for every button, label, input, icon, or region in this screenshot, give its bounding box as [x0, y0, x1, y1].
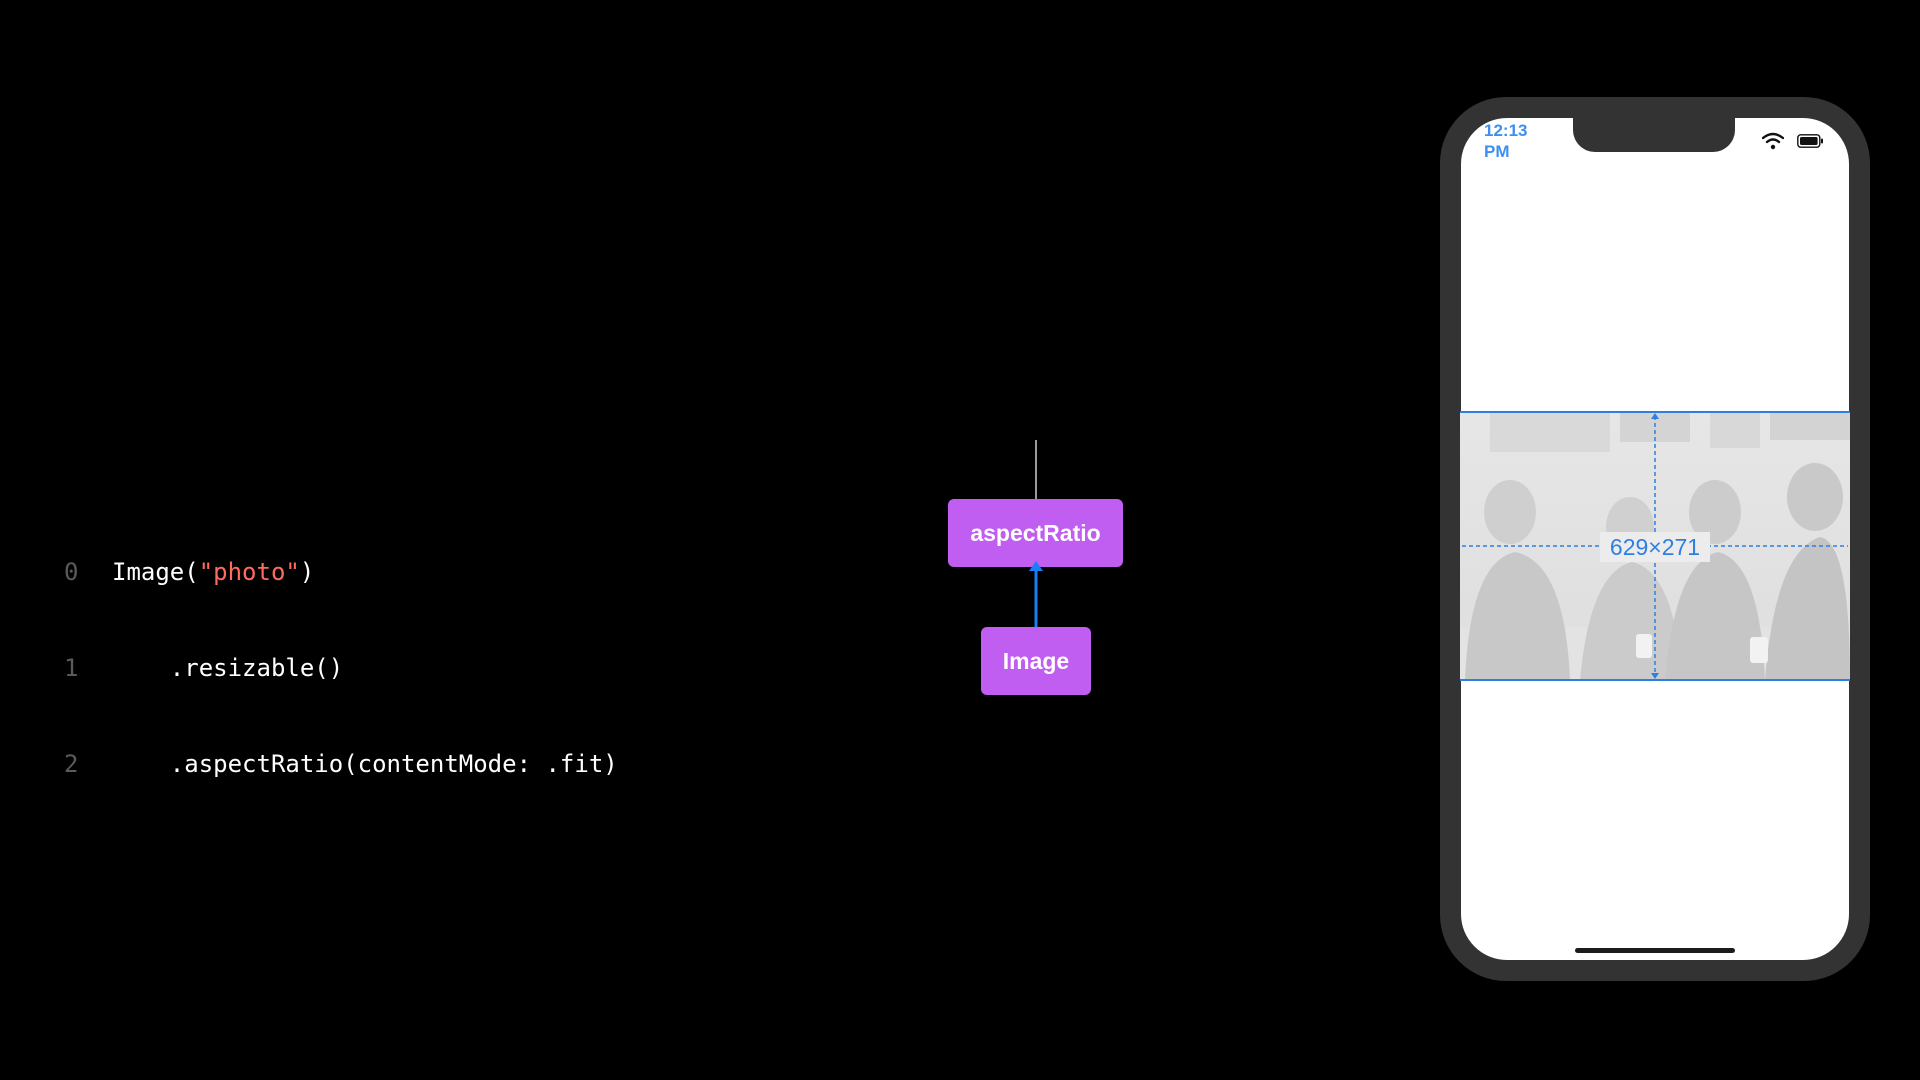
line-number: 0: [64, 558, 79, 586]
line-number: 2: [64, 750, 79, 778]
code-line-2: 2 .aspectRatio(contentMode: .fit): [64, 748, 618, 780]
frame-bottom-edge: [1460, 679, 1850, 681]
dimension-label: 629×271: [1600, 532, 1710, 562]
code-text: .aspectRatio(contentMode: .fit): [112, 750, 618, 778]
home-indicator: [1575, 948, 1735, 953]
graph-edge-arrow: [1029, 561, 1043, 628]
status-time: 12:13 PM: [1484, 121, 1528, 161]
phone-notch: [1573, 118, 1735, 152]
graph-parent-edge: [1035, 440, 1037, 500]
code-string-literal: "photo": [198, 558, 300, 586]
frame-top-edge: [1460, 411, 1850, 413]
code-text: ): [299, 558, 315, 586]
battery-icon: [1797, 134, 1823, 148]
code-block: 0 Image("photo") 1 .resizable() 2 .aspect…: [64, 492, 618, 844]
code-text: .resizable(): [112, 654, 344, 682]
line-number: 1: [64, 654, 79, 682]
image-node: Image: [981, 627, 1091, 695]
aspect-ratio-node: aspectRatio: [948, 499, 1123, 567]
code-text: Image(: [112, 558, 199, 586]
wifi-icon: [1762, 132, 1784, 150]
code-line-0: 0 Image("photo"): [64, 556, 618, 588]
code-line-1: 1 .resizable(): [64, 652, 618, 684]
